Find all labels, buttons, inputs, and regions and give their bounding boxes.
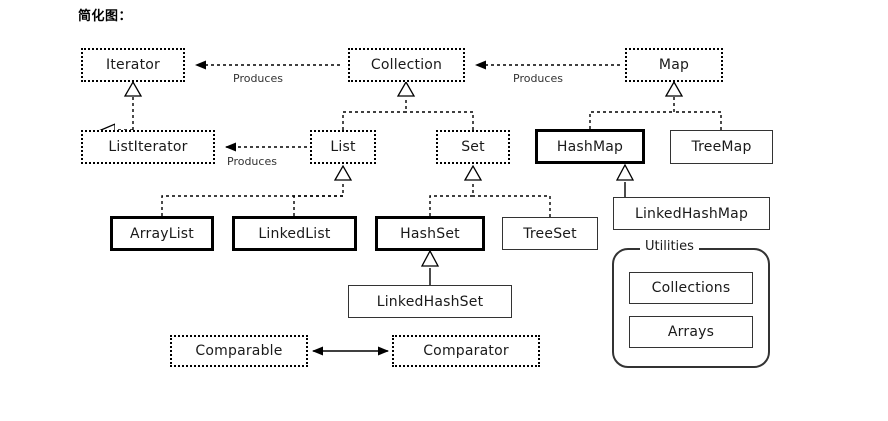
node-linkedlist-label: LinkedList xyxy=(258,225,331,242)
node-collection[interactable]: Collection xyxy=(348,48,465,82)
node-arraylist-label: ArrayList xyxy=(130,225,194,242)
node-hashmap[interactable]: HashMap xyxy=(535,129,645,164)
node-linkedlist[interactable]: LinkedList xyxy=(232,216,357,251)
node-linkedhashset[interactable]: LinkedHashSet xyxy=(348,285,512,318)
edge-listiterator-to-iterator xyxy=(101,80,143,130)
node-linkedhashmap[interactable]: LinkedHashMap xyxy=(613,197,770,230)
edge-treemap-to-map xyxy=(674,111,722,130)
node-iterator-label: Iterator xyxy=(106,57,160,73)
page-title: 简化图： xyxy=(78,9,133,24)
node-list[interactable]: List xyxy=(310,130,376,164)
edge-linkedlist-to-list xyxy=(293,195,343,216)
node-hashmap-label: HashMap xyxy=(556,138,624,155)
node-treeset[interactable]: TreeSet xyxy=(502,217,598,250)
node-iterator[interactable]: Iterator xyxy=(81,48,185,82)
edge-set-to-collection xyxy=(406,111,474,130)
node-linkedhashset-label: LinkedHashSet xyxy=(376,293,484,310)
node-hashset[interactable]: HashSet xyxy=(375,216,485,251)
node-list-label: List xyxy=(330,139,356,155)
node-linkedhashmap-label: LinkedHashMap xyxy=(634,205,749,222)
node-map[interactable]: Map xyxy=(625,48,723,82)
group-utilities-label: Utilities xyxy=(640,239,699,254)
node-comparable-label: Comparable xyxy=(195,343,283,359)
edge-label-produces-list-listiterator: Produces xyxy=(226,155,278,168)
edge-label-produces-map-collection: Produces xyxy=(512,72,564,85)
edge-hashset-to-set xyxy=(429,164,483,216)
edge-label-produces-collection-iterator: Produces xyxy=(232,72,284,85)
edge-linkedhashset-to-hashset xyxy=(420,249,440,285)
edge-hashmap-to-map xyxy=(589,80,684,129)
node-comparable[interactable]: Comparable xyxy=(170,335,308,367)
edge-linkedhashmap-to-hashmap xyxy=(615,163,635,197)
node-hashset-label: HashSet xyxy=(400,225,460,242)
node-arraylist[interactable]: ArrayList xyxy=(110,216,214,251)
node-arrays[interactable]: Arrays xyxy=(629,316,753,348)
node-arrays-label: Arrays xyxy=(667,324,715,340)
node-collection-label: Collection xyxy=(370,57,443,73)
node-collections-label: Collections xyxy=(651,280,731,296)
edge-treeset-to-set xyxy=(473,195,551,217)
node-map-label: Map xyxy=(658,57,690,73)
node-collections[interactable]: Collections xyxy=(629,272,753,304)
node-comparator-label: Comparator xyxy=(423,343,509,359)
node-comparator[interactable]: Comparator xyxy=(392,335,540,367)
node-listiterator-label: ListIterator xyxy=(108,139,188,155)
node-set-label: Set xyxy=(461,139,485,155)
node-listiterator[interactable]: ListIterator xyxy=(81,130,215,164)
group-utilities xyxy=(612,248,770,368)
node-treemap[interactable]: TreeMap xyxy=(670,130,773,164)
node-set[interactable]: Set xyxy=(436,130,510,164)
edge-list-to-collection xyxy=(342,80,416,130)
node-treemap-label: TreeMap xyxy=(691,139,752,155)
edge-arraylist-to-list xyxy=(161,164,353,216)
node-treeset-label: TreeSet xyxy=(523,225,577,242)
